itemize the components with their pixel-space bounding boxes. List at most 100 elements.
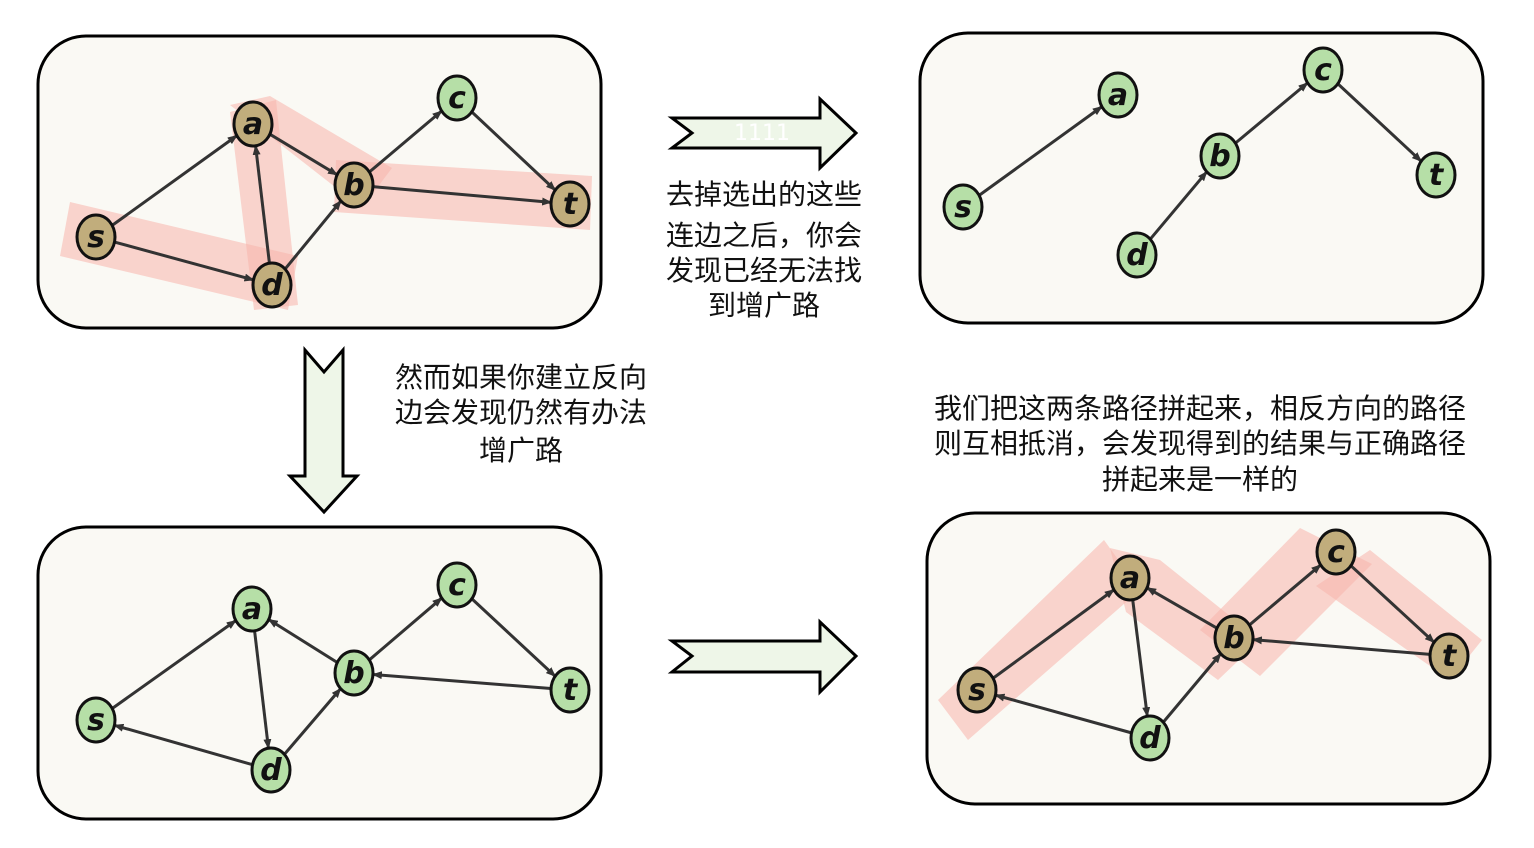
node-circle (956, 666, 998, 714)
node-circle (436, 74, 478, 122)
node-circle (333, 649, 375, 697)
node-circle (232, 100, 274, 148)
node-top-left-b: b (333, 161, 375, 209)
edge-bottom-right-d-b (1162, 652, 1222, 724)
edge-bottom-left-b-a (267, 618, 339, 664)
edge-bottom-left-d-s (113, 723, 253, 767)
down-arrow (286, 345, 361, 515)
node-label: d (1126, 238, 1148, 273)
edge-top-left-s-d (114, 240, 255, 282)
node-label: b (343, 656, 364, 691)
node-bottom-right-d: d (1129, 714, 1171, 762)
highlight-band-s-d (60, 202, 298, 310)
node-circle (1097, 71, 1139, 119)
edge-top-left-d-a (252, 144, 271, 264)
edge-top-left-b-c (368, 109, 443, 174)
node-label: d (1139, 721, 1161, 756)
node-top-left-s: s (75, 213, 117, 261)
edge-bottom-right-b-c (1248, 563, 1322, 627)
edge-top-right-c-t (1336, 82, 1423, 163)
node-label: s (87, 220, 105, 255)
node-circle (436, 561, 478, 609)
edge-top-right-b-c (1234, 81, 1309, 145)
node-circle (549, 666, 591, 714)
edge-top-left-s-a (111, 134, 238, 227)
node-label: t (1442, 639, 1458, 674)
node-circle (1415, 151, 1457, 199)
arrow-label: 1111 (734, 121, 790, 146)
node-top-left-a: a (232, 100, 274, 148)
node-label: c (1314, 53, 1332, 88)
node-circle (1109, 554, 1151, 602)
edge-bottom-left-s-a (111, 619, 237, 710)
node-label: s (954, 190, 972, 225)
caption-remove-edges: 去掉选出的这些 连边之后，你会 发现已经无法找 到增广路 (666, 178, 862, 322)
edge-bottom-right-c-t (1349, 564, 1436, 644)
edge-bottom-right-b-a (1146, 586, 1218, 630)
node-label: s (87, 703, 105, 738)
edge-bottom-right-d-s (994, 693, 1132, 735)
node-label: d (261, 268, 283, 303)
edge-top-left-c-t (470, 110, 557, 192)
node-circle (231, 585, 273, 633)
caption-line: 拼起来是一样的 (1102, 463, 1298, 496)
caption-line: 然而如果你建立反向 (395, 361, 647, 394)
node-circle (1428, 632, 1470, 680)
node-bottom-left-c: c (436, 561, 478, 609)
node-top-right-a: a (1097, 71, 1139, 119)
node-circle (1315, 528, 1357, 576)
edge-top-left-a-b (269, 132, 339, 177)
edge-bottom-left-a-d (253, 630, 272, 750)
node-label: d (260, 753, 282, 788)
node-circle (251, 261, 293, 309)
node-label: c (448, 568, 466, 603)
edge-bottom-right-t-b (1251, 636, 1431, 656)
node-bottom-left-a: a (231, 585, 273, 633)
right-arrow-bottom (667, 618, 859, 696)
caption-line: 连边之后，你会 (666, 219, 862, 252)
node-circle (1302, 46, 1344, 94)
node-circle (1213, 614, 1255, 662)
node-label: b (343, 168, 364, 203)
node-bottom-right-b: b (1213, 614, 1255, 662)
node-circle (1199, 132, 1241, 180)
caption-line: 到增广路 (708, 289, 820, 322)
node-top-left-c: c (436, 74, 478, 122)
node-bottom-left-d: d (250, 746, 292, 794)
caption-line: 增广路 (479, 434, 563, 467)
node-label: b (1209, 139, 1230, 174)
node-circle (942, 183, 984, 231)
edge-bottom-left-t-b (371, 671, 552, 691)
caption-reverse-edges: 然而如果你建立反向 边会发现仍然有办法 增广路 (395, 361, 647, 467)
node-bottom-left-s: s (75, 696, 117, 744)
node-bottom-left-b: b (333, 649, 375, 697)
node-circle (75, 696, 117, 744)
node-label: t (1429, 158, 1445, 193)
edge-top-right-d-b (1149, 170, 1208, 241)
caption-line: 则互相抵消，会发现得到的结果与正确路径 (934, 427, 1466, 460)
node-label: t (563, 673, 579, 708)
node-bottom-right-a: a (1109, 554, 1151, 602)
panel-bottom-left (36, 525, 603, 821)
caption-line: 边会发现仍然有办法 (395, 396, 647, 429)
caption-combine-paths: 我们把这两条路径拼起来，相反方向的路径 则互相抵消，会发现得到的结果与正确路径 … (934, 392, 1466, 496)
edge-bottom-left-d-b (283, 687, 342, 756)
node-label: s (968, 673, 986, 708)
node-label: t (563, 187, 579, 222)
node-circle (549, 180, 591, 228)
node-label: c (1327, 535, 1345, 570)
nodes-layer: s a b c d t s a b c d t s a b c d t s a b c d t (75, 46, 1470, 794)
node-circle (1129, 714, 1171, 762)
node-bottom-right-t: t (1428, 632, 1470, 680)
node-circle (250, 746, 292, 794)
caption-line: 我们把这两条路径拼起来，相反方向的路径 (934, 392, 1466, 425)
node-top-right-s: s (942, 183, 984, 231)
node-label: a (1108, 78, 1128, 113)
node-label: a (1120, 561, 1140, 596)
node-bottom-right-s: s (956, 666, 998, 714)
node-top-right-d: d (1116, 231, 1158, 279)
node-top-left-d: d (251, 261, 293, 309)
node-circle (1116, 231, 1158, 279)
edge-top-right-s-a (978, 105, 1103, 197)
